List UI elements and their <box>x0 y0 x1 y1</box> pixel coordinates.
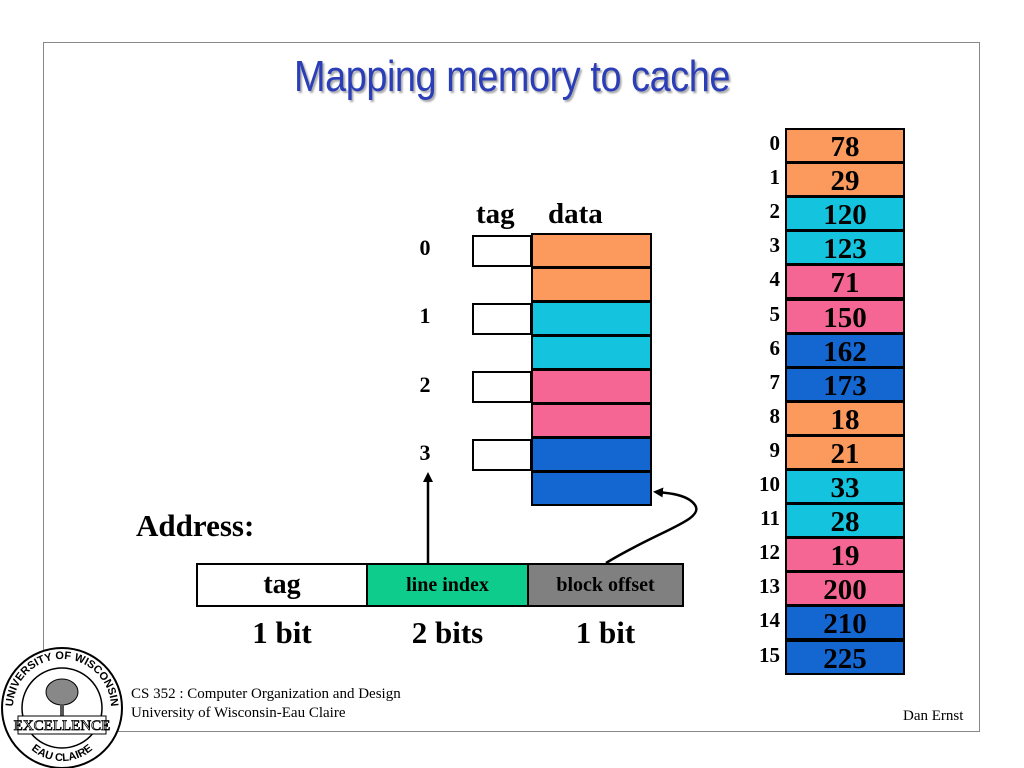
memory-address-label: 1 <box>769 165 781 190</box>
address-label: Address: <box>136 508 255 543</box>
logo-text-middle: EXCELLENCE <box>14 718 111 734</box>
memory-cell: 33 <box>785 469 905 504</box>
memory-cell: 19 <box>785 537 905 573</box>
slide-frame-left-edge <box>43 42 44 660</box>
memory-address-label: 0 <box>769 131 781 155</box>
memory-address-label: 7 <box>769 369 781 394</box>
cache-line-number: 0 <box>419 235 431 260</box>
memory-address-label: 12 <box>759 540 780 565</box>
memory-cell: 78 <box>785 128 905 163</box>
footer-course: CS 352 : Computer Organization and Desig… <box>131 686 401 702</box>
footer-school: University of Wisconsin-Eau Claire <box>131 705 346 721</box>
cache-data-header: data <box>548 198 603 230</box>
memory-cell: 28 <box>785 503 905 539</box>
cache-data-cell <box>531 233 652 268</box>
cache-data-cell <box>531 369 652 404</box>
slide-frame <box>43 42 980 732</box>
memory-address-label: 3 <box>769 233 781 258</box>
memory-address-label: 13 <box>759 574 780 599</box>
memory-address-label: 4 <box>769 267 781 292</box>
memory-cell: 120 <box>785 196 905 232</box>
cache-data-cell <box>531 471 652 506</box>
memory-cell: 200 <box>785 571 905 607</box>
memory-address-label: 14 <box>759 608 780 633</box>
cache-line-number: 1 <box>419 303 431 328</box>
memory-address-label: 9 <box>769 437 781 462</box>
address-field-size: 1 bit <box>575 615 636 650</box>
university-seal-logo: UNIVERSITY OF WISCONSIN EAU CLAIRE EXCEL… <box>1 647 123 768</box>
memory-cell: 29 <box>785 162 905 198</box>
memory-cell: 21 <box>785 434 905 470</box>
slide-title: Mapping memory to cache <box>294 52 730 101</box>
cache-line-number: 3 <box>419 440 431 465</box>
memory-cell: 150 <box>785 298 905 334</box>
memory-cell: 210 <box>785 605 905 641</box>
address-field-tag: tag <box>196 563 368 607</box>
memory-cell: 123 <box>785 230 905 266</box>
memory-address-label: 10 <box>759 472 780 496</box>
memory-address-label: 2 <box>769 199 781 224</box>
memory-address-label: 6 <box>769 335 781 360</box>
memory-cell: 225 <box>785 639 905 675</box>
address-field-size: 1 bit <box>252 615 312 650</box>
memory-address-label: 15 <box>759 642 780 667</box>
memory-cell: 173 <box>785 366 905 402</box>
block-offset-arrow <box>605 487 698 565</box>
memory-cell: 162 <box>785 332 905 368</box>
footer-author: Dan Ernst <box>903 708 964 724</box>
memory-cell: 71 <box>785 264 905 300</box>
memory-address-label: 8 <box>769 403 781 428</box>
memory-address-label: 11 <box>760 506 780 531</box>
memory-cell: 18 <box>785 400 905 436</box>
cache-tag-box <box>472 235 532 267</box>
memory-address-label: 5 <box>769 301 781 326</box>
address-field-block-offset: block offset <box>527 563 684 607</box>
address-field-line-index: line index <box>366 563 529 607</box>
cache-data-cell <box>531 301 652 336</box>
cache-tag-box <box>472 371 532 403</box>
cache-tag-box <box>472 439 532 471</box>
address-field-size: 2 bits <box>411 615 484 650</box>
cache-line-number: 2 <box>419 372 431 397</box>
cache-tag-header: tag <box>476 198 515 230</box>
